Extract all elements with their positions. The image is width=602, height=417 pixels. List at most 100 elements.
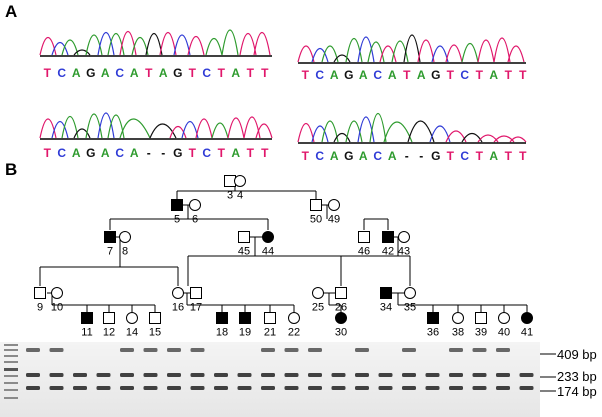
gel-band: [519, 386, 534, 390]
gel-band: [167, 373, 181, 377]
base-letter: T: [246, 66, 254, 80]
gel-band: [472, 373, 487, 377]
pedigree-id-label: 10: [51, 302, 63, 314]
gel-band: [214, 373, 228, 377]
pedigree-id-label: 30: [335, 327, 347, 339]
pedigree-id-label: 46: [358, 246, 370, 258]
base-letter: A: [387, 68, 397, 82]
pedigree-id-label: 8: [122, 246, 128, 258]
base-letter: C: [315, 149, 325, 163]
pedigree-individual-41: [521, 312, 533, 324]
pedigree-id-label: 34: [380, 302, 392, 314]
pedigree-individual-8: [119, 231, 131, 243]
gel-label-174: 174 bp: [557, 384, 597, 399]
gel-band: [449, 348, 463, 352]
gel-band: [26, 348, 40, 352]
gel-band: [472, 386, 487, 390]
gel-band: [261, 386, 275, 390]
pedigree-id-label: 35: [404, 302, 416, 314]
base-letter: C: [115, 66, 125, 80]
pedigree-id-label: 11: [81, 327, 92, 339]
pedigree-individual-45: [238, 231, 250, 243]
base-letter: G: [86, 66, 96, 80]
base-letter: T: [217, 66, 225, 80]
base-letter: A: [100, 146, 110, 160]
pedigree-individual-9: [34, 287, 46, 299]
base-letter: T: [519, 68, 527, 82]
gel-band: [143, 348, 158, 352]
pedigree-id-label: 17: [190, 302, 202, 314]
pedigree-individual-4: [234, 175, 246, 187]
pedigree-individual-22: [288, 312, 300, 324]
base-letter: G: [86, 146, 96, 160]
pedigree-id-label: 50: [310, 214, 322, 226]
chromatogram-top-left: [39, 29, 271, 56]
gel-band: [49, 348, 64, 352]
base-letter: C: [460, 149, 470, 163]
base-letter: A: [358, 149, 368, 163]
gel-band: [96, 373, 111, 377]
pedigree-individual-10: [51, 287, 63, 299]
base-letter: -: [161, 146, 166, 160]
pedigree-id-label: 43: [398, 246, 410, 258]
gel-band: [308, 386, 322, 390]
gel-band: [308, 373, 322, 377]
pedigree-individual-50: [310, 199, 322, 211]
base-letter: T: [301, 68, 309, 82]
panel-label-a: A: [5, 2, 18, 21]
gel-band: [284, 348, 299, 352]
gel-band: [378, 386, 393, 390]
pedigree-individual-42: [382, 231, 394, 243]
base-letter: T: [188, 146, 196, 160]
pedigree-individual-3: [224, 175, 236, 187]
panel-label-b: B: [5, 160, 18, 179]
gel-band: [190, 373, 205, 377]
base-letter: A: [71, 146, 81, 160]
pedigree-id-label: 14: [126, 327, 138, 339]
pedigree-id-label: 49: [328, 214, 340, 226]
gel-band: [143, 373, 158, 377]
base-letter: A: [231, 66, 241, 80]
gel-band: [237, 386, 252, 390]
pedigree-individual-16: [172, 287, 184, 299]
base-letter: C: [373, 149, 383, 163]
gel-band: [449, 386, 463, 390]
pedigree-id-label: 39: [475, 327, 487, 339]
base-letter: T: [403, 68, 411, 82]
pedigree-id-label: 12: [103, 327, 115, 339]
pedigree-individual-18: [216, 312, 228, 324]
gel-band: [261, 348, 275, 352]
base-letter: T: [475, 149, 483, 163]
base-letter: T: [475, 68, 483, 82]
pedigree-individual-30: [335, 312, 347, 324]
base-letter: T: [301, 149, 309, 163]
base-letter: C: [315, 68, 325, 82]
pedigree-individual-35: [404, 287, 416, 299]
pedigree-id-label: 7: [107, 246, 113, 258]
base-letter: T: [261, 146, 269, 160]
gel-band: [496, 386, 510, 390]
gel-label-233: 233 bp: [557, 369, 597, 384]
base-letter: T: [246, 146, 254, 160]
base-letter: A: [329, 149, 339, 163]
base-letter: T: [43, 146, 51, 160]
pedigree-id-label: 16: [172, 302, 184, 314]
base-letter: G: [431, 149, 441, 163]
base-letter: C: [373, 68, 383, 82]
gel-band: [331, 386, 346, 390]
base-letter: G: [344, 68, 354, 82]
gel-band: [449, 373, 463, 377]
gel-band: [190, 386, 205, 390]
base-letter: A: [158, 66, 168, 80]
gel-band: [143, 386, 158, 390]
base-letter: A: [129, 66, 139, 80]
pedigree-individual-7: [104, 231, 116, 243]
base-letter: A: [231, 146, 241, 160]
base-letter: -: [146, 146, 151, 160]
base-letter: T: [43, 66, 51, 80]
pedigree-individual-25: [312, 287, 324, 299]
chromatogram-traces: [39, 29, 527, 144]
base-letter: G: [173, 146, 183, 160]
